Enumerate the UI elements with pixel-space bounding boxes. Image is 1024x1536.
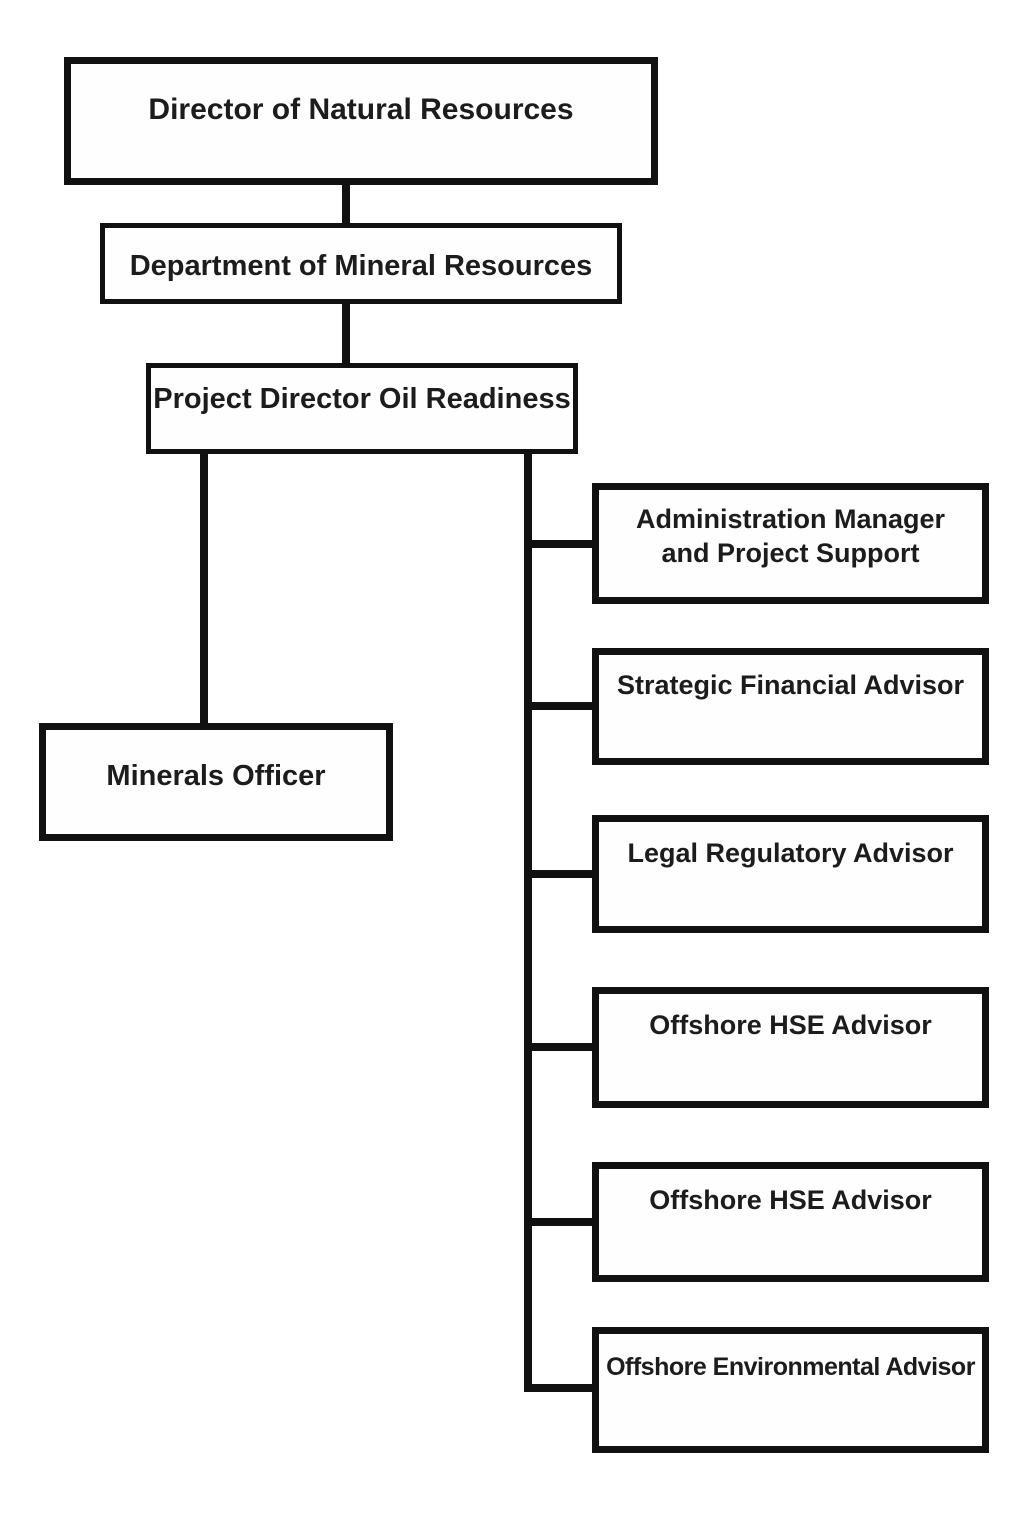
connector-department-project	[342, 302, 350, 365]
node-administration-manager-and-project-support: Administration Manager and Project Suppo…	[592, 483, 989, 604]
node-label: Director of Natural Resources	[148, 93, 574, 126]
node-label: Minerals Officer	[106, 760, 326, 792]
node-offshore-environmental-advisor: Offshore Environmental Advisor	[592, 1327, 989, 1453]
connector-stub-admin	[528, 540, 594, 548]
node-label: Department of Mineral Resources	[129, 250, 593, 282]
node-strategic-financial-advisor: Strategic Financial Advisor	[592, 648, 989, 765]
connector-project-minerals	[200, 452, 208, 725]
node-label: Strategic Financial Advisor	[616, 670, 965, 700]
node-label: Legal Regulatory Advisor	[627, 838, 954, 868]
node-offshore-hse-advisor-1: Offshore HSE Advisor	[592, 987, 989, 1108]
connector-stub-offshore-hse-1	[528, 1043, 594, 1051]
node-director-of-natural-resources: Director of Natural Resources	[64, 57, 658, 185]
node-label: Offshore Environmental Advisor	[606, 1353, 975, 1381]
node-offshore-hse-advisor-2: Offshore HSE Advisor	[592, 1162, 989, 1282]
connector-director-department	[342, 183, 350, 225]
node-label: Offshore HSE Advisor	[649, 1010, 932, 1040]
node-label: Administration Manager and Project Suppo…	[635, 504, 946, 568]
node-minerals-officer: Minerals Officer	[39, 723, 393, 841]
connector-stub-strategic	[528, 702, 594, 710]
connector-stub-offshore-environmental	[528, 1384, 594, 1392]
node-project-director-oil-readiness: Project Director Oil Readiness	[146, 363, 578, 454]
node-label: Offshore HSE Advisor	[649, 1185, 932, 1215]
connector-stub-legal	[528, 870, 594, 878]
connector-project-advisors-trunk	[524, 452, 532, 1392]
node-label: Project Director Oil Readiness	[153, 383, 571, 415]
node-legal-regulatory-advisor: Legal Regulatory Advisor	[592, 815, 989, 933]
node-department-of-mineral-resources: Department of Mineral Resources	[100, 223, 622, 304]
connector-stub-offshore-hse-2	[528, 1218, 594, 1226]
